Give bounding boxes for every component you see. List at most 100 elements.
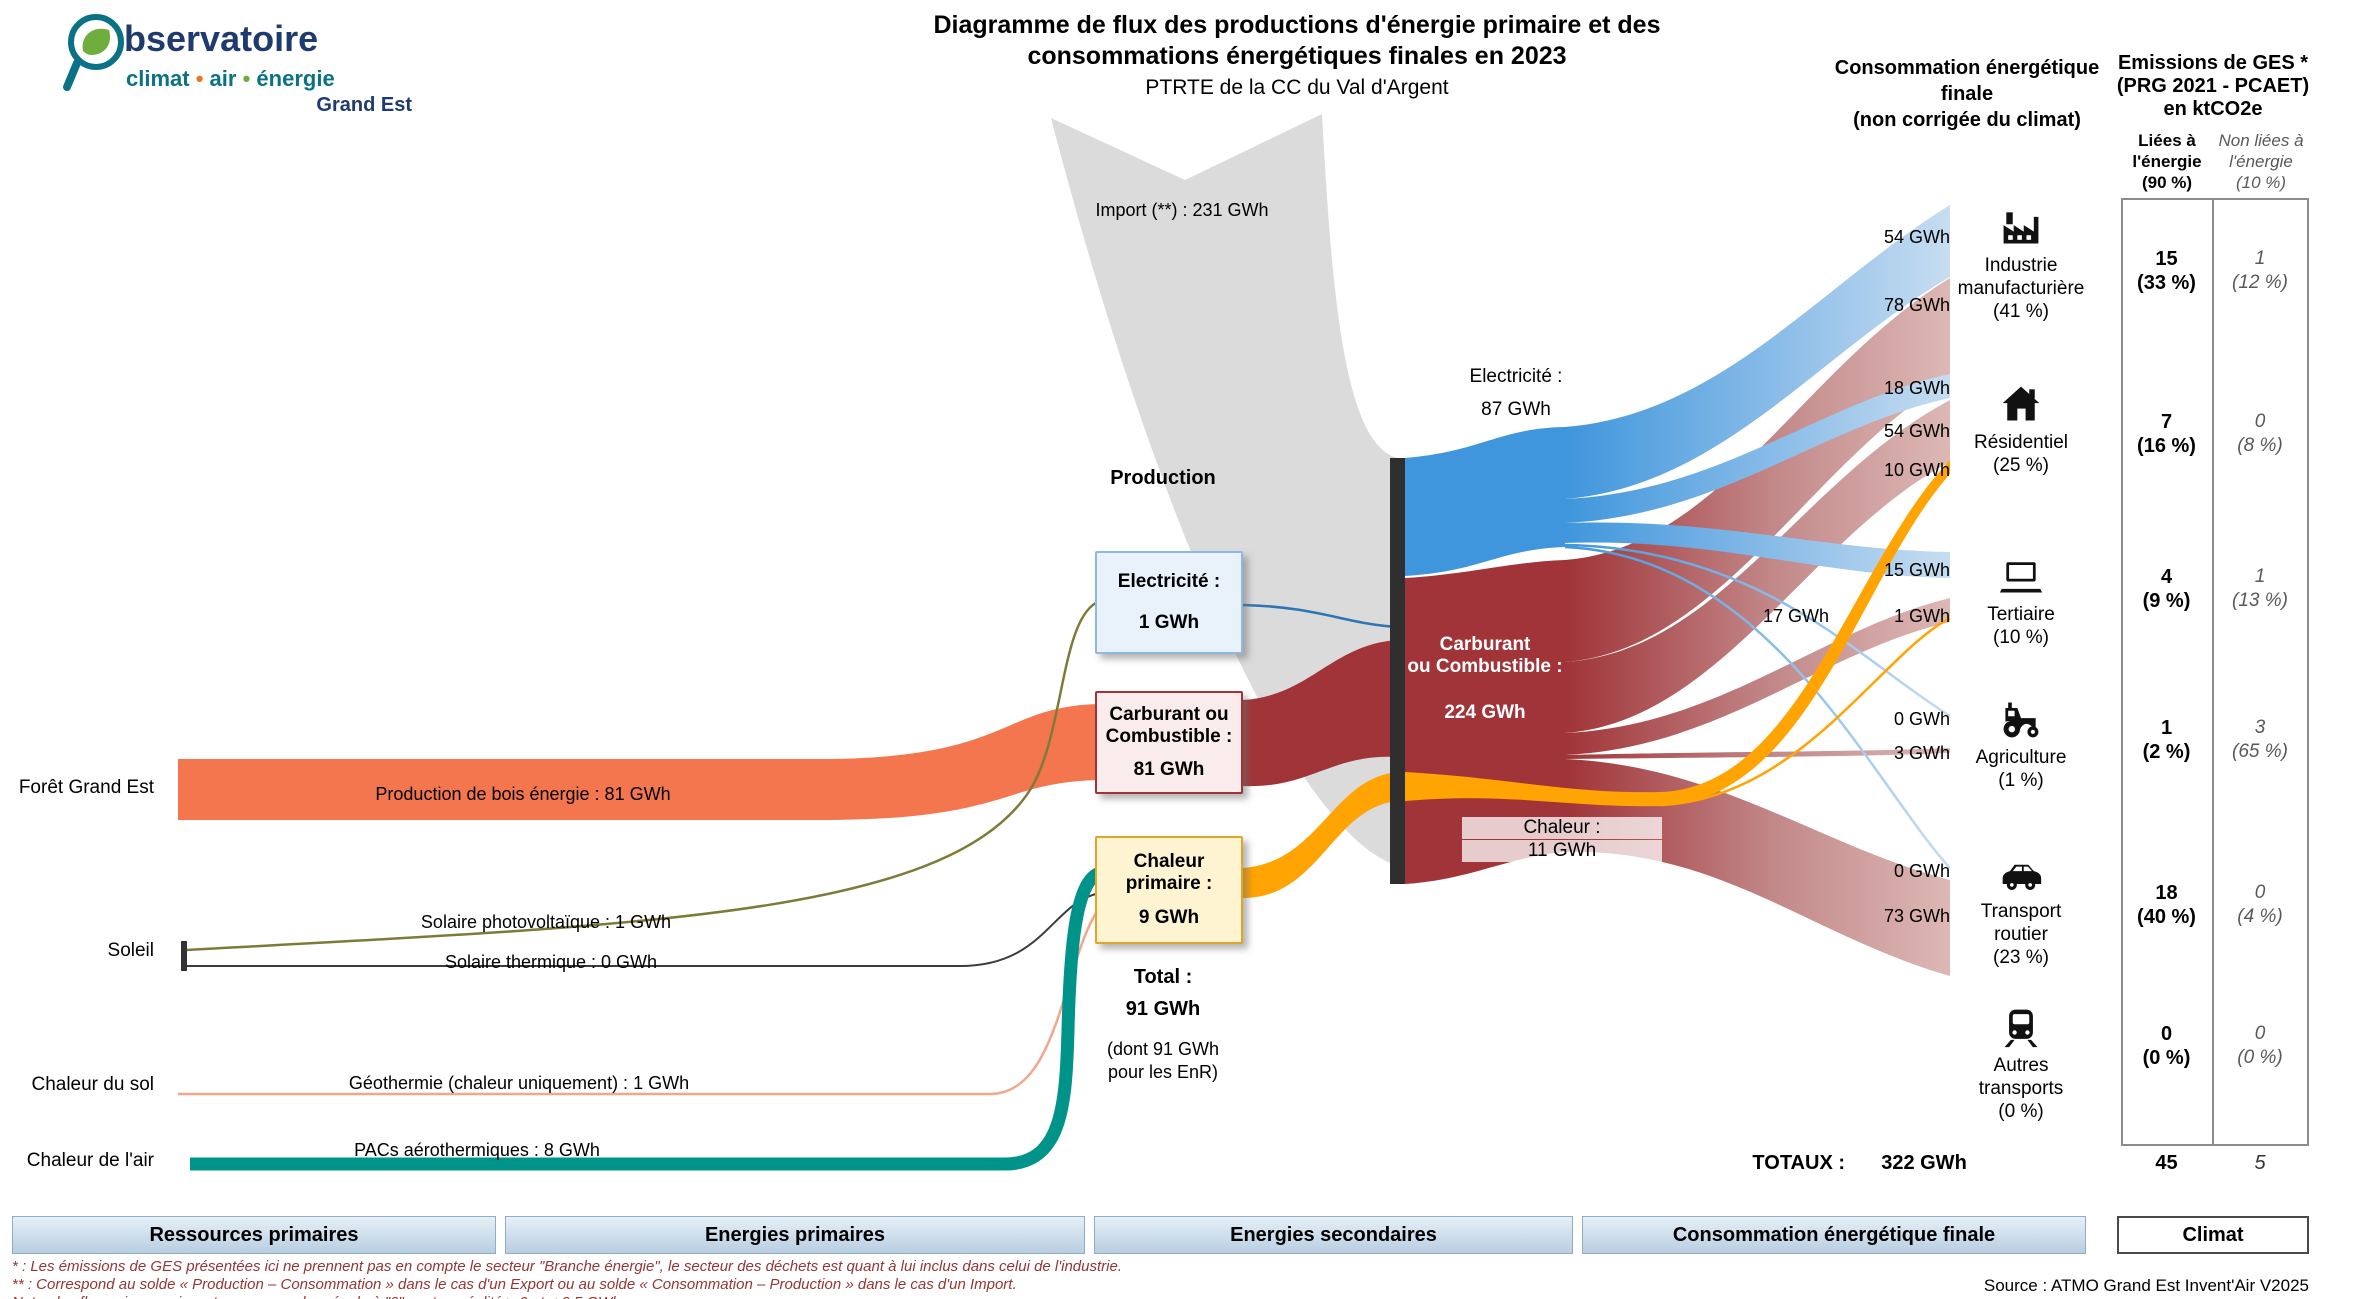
production-box-electricite-value: 1 GWh <box>1138 611 1200 633</box>
production-total-label: Total : <box>1133 966 1193 988</box>
flow-label-bois: Production de bois énergie : 81 GWh <box>375 784 671 804</box>
soleil-node-tick <box>181 941 187 971</box>
footnote-zero: Note : les flux qui apparaissent avec un… <box>12 1294 1512 1299</box>
sector-residentiel-name: Résidentiel <box>1974 432 2068 453</box>
logo-brand: bservatoire <box>124 18 319 59</box>
secondary-electricity-value: 87 GWh <box>1481 399 1551 420</box>
production-total-note: (dont 91 GWh pour les EnR) <box>1106 1039 1220 1082</box>
sector-autres-transports-pct: (0 %) <box>1998 1101 2044 1122</box>
tractor-icon <box>2003 702 2039 738</box>
house-icon <box>2002 386 2040 421</box>
production-box-carburant-value: 81 GWh <box>1133 759 1205 780</box>
production-box-carburant: Carburant ou Combustible : 81 GWh <box>1095 691 1243 794</box>
footnote-ges: * : Les émissions de GES présentées ici … <box>12 1258 1122 1275</box>
ges-table <box>2121 198 2309 1146</box>
ges-autres-energy: 0 (0 %) <box>2142 1023 2191 1069</box>
node-chaleur-de-l-air: Chaleur de l'air <box>26 1150 154 1171</box>
ges-total-energy: 45 <box>2155 1152 2178 1174</box>
flow-prod-fuel <box>1243 640 1398 787</box>
flow-label-pac: PACs aérothermiques : 8 GWh <box>354 1140 600 1160</box>
ges-total-non-energy: 5 <box>2254 1152 2266 1174</box>
secondary-heat-value: 11 GWh <box>1462 840 1662 862</box>
ges-transport-energy: 18 (40 %) <box>2137 882 2196 928</box>
flow-prod-heat <box>1243 772 1398 898</box>
page-subtitle: PTRTE de la CC du Val d'Argent <box>1145 76 1449 99</box>
value-fuel-agriculture: 3 GWh <box>1893 743 1950 763</box>
ges-residentiel-non-energy: 0 (8 %) <box>2237 411 2283 456</box>
factory-icon <box>2003 212 2039 244</box>
totaux-label: TOTAUX : <box>1752 1152 1845 1174</box>
value-heat-residentiel: 10 GWh <box>1883 460 1950 480</box>
flow-fuel-stub <box>1405 560 1565 884</box>
value-heat-tertiaire: 1 GWh <box>1893 606 1950 626</box>
flow-electricity-agriculture <box>1564 543 1951 718</box>
flow-label-geothermie: Géothermie (chaleur uniquement) : 1 GWh <box>348 1073 690 1093</box>
production-box-electricite: Electricité : 1 GWh <box>1095 551 1243 654</box>
logo-tagline: climat • air • énergie <box>126 66 335 92</box>
production-total-value: 91 GWh <box>1125 998 1201 1020</box>
logo-tagline-energie: énergie <box>256 66 335 91</box>
ges-table-divider <box>2212 200 2214 1144</box>
sector-tertiaire: Tertiaire (10 %) <box>1936 554 2106 649</box>
page-title: Diagramme de flux des productions d'éner… <box>933 11 1661 70</box>
value-fuel-industrie: 78 GWh <box>1883 295 1950 315</box>
flow-electricity-industry <box>1565 205 1950 499</box>
production-box-carburant-name: Carburant ou Combustible : <box>1105 704 1233 747</box>
train-icon <box>2004 1009 2038 1048</box>
flow-fuel-residential <box>1565 400 1950 733</box>
logo-tagline-air: air <box>209 66 237 91</box>
source-credit: Source : ATMO Grand Est Invent'Air V2025 <box>1983 1276 2309 1295</box>
sector-tertiaire-name: Tertiaire <box>1987 604 2055 625</box>
value-elec-transport: 0 GWh <box>1893 861 1950 881</box>
secondary-electricity-label: Electricité : <box>1469 366 1563 387</box>
sector-tertiaire-pct: (10 %) <box>1993 627 2049 648</box>
flow-label-import: Import (**) : 231 GWh <box>1095 200 1269 220</box>
flow-fuel-road-transport <box>1565 759 1950 976</box>
node-soleil: Soleil <box>107 940 154 961</box>
flow-wood-energy <box>178 704 1100 820</box>
ges-non-energy-col-header: Non liées à l'énergie (10 %) <box>2218 131 2304 192</box>
sector-agriculture: Agriculture (1 %) <box>1936 697 2106 792</box>
ges-agriculture-energy: 1 (2 %) <box>2142 717 2191 763</box>
secondary-heat-label: Chaleur : <box>1462 817 1662 839</box>
magnifier-leaf-icon <box>63 14 124 91</box>
tagline-dot-icon: • <box>195 66 204 91</box>
consumption-column-header: Consommation énergétique finale (non cor… <box>1834 57 2100 131</box>
production-box-chaleur-name: Chaleur primaire : <box>1125 850 1213 894</box>
production-box-chaleur: Chaleur primaire : 9 GWh <box>1095 836 1243 944</box>
stage-climat: Climat <box>2117 1216 2309 1254</box>
ges-energy-col-header: Liées à l'énergie (90 %) <box>2132 131 2202 192</box>
value-elec-tertiaire: 15 GWh <box>1883 560 1950 580</box>
production-box-electricite-name: Electricité : <box>1117 571 1221 593</box>
flow-heat-residential <box>1405 460 1950 807</box>
value-fuel-transport: 73 GWh <box>1883 906 1950 926</box>
sector-residentiel: Résidentiel (25 %) <box>1936 382 2106 477</box>
production-box-chaleur-value: 9 GWh <box>1138 907 1200 929</box>
flow-solar-pv <box>184 599 1101 952</box>
secondary-node-bar <box>1390 458 1405 884</box>
flow-electricity-residential <box>1565 374 1950 523</box>
ges-tertiaire-non-energy: 1 (13 %) <box>2232 566 2288 611</box>
node-foret-grand-est: Forêt Grand Est <box>18 777 154 798</box>
ges-autres-non-energy: 0 (0 %) <box>2237 1023 2283 1068</box>
flow-heat-tertiary <box>1659 616 1951 807</box>
stage-energies-primaires: Energies primaires <box>505 1216 1085 1254</box>
flow-heatpump <box>190 866 1103 1171</box>
logo-tagline-climat: climat <box>126 66 190 91</box>
flow-fuel-tertiary <box>1565 598 1950 755</box>
sector-residentiel-pct: (25 %) <box>1993 455 2049 476</box>
ges-industrie-non-energy: 1 (12 %) <box>2232 248 2288 293</box>
logo: bservatoire climat • air • énergie Grand… <box>60 8 412 120</box>
laptop-icon <box>1999 562 2043 593</box>
value-elec-industrie: 54 GWh <box>1883 227 1950 247</box>
ges-column-header: Emissions de GES * (PRG 2021 - PCAET) en… <box>2116 52 2310 120</box>
ges-tertiaire-energy: 4 (9 %) <box>2142 566 2191 612</box>
sector-autres-transports: Autres transports (0 %) <box>1936 1005 2106 1123</box>
flow-geothermal <box>178 906 1102 1096</box>
flow-prod-electricity <box>1242 603 1399 629</box>
secondary-fuel-label: Carburant ou Combustible : <box>1407 634 1563 677</box>
ges-industrie-energy: 15 (33 %) <box>2137 248 2196 294</box>
secondary-fuel-value: 224 GWh <box>1444 702 1526 723</box>
